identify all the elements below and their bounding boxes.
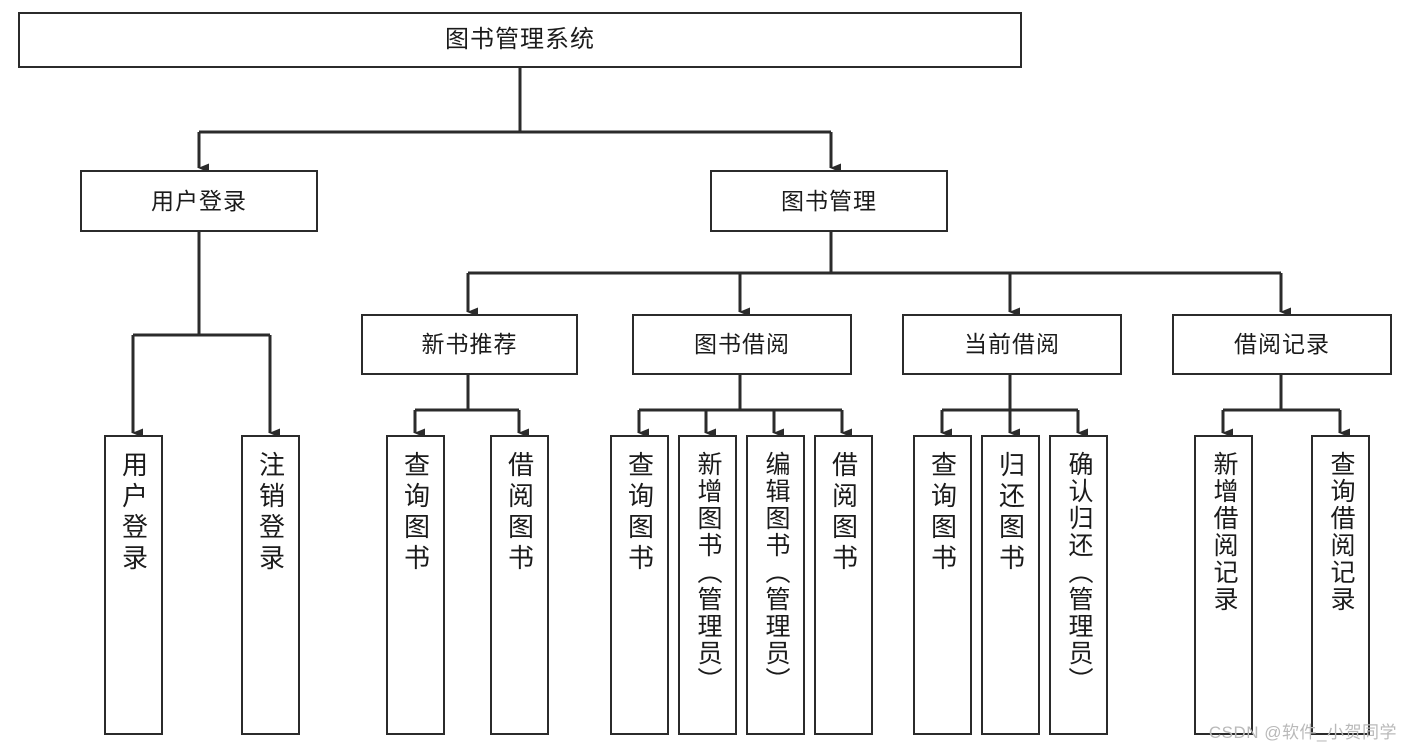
leaf-return-book[interactable]: 归还图书 [981, 435, 1040, 735]
leaf-query-book-current[interactable]: 查询图书 [913, 435, 972, 735]
leaf-label: 借阅图书 [828, 451, 859, 575]
leaf-label: 新增借阅记录 [1210, 451, 1238, 613]
leaf-label: 注销登录 [255, 451, 286, 575]
leaf-borrow-book-recommend[interactable]: 借阅图书 [490, 435, 549, 735]
leaf-label: 查询借阅记录 [1327, 451, 1355, 613]
leaf-query-book-borrow[interactable]: 查询图书 [610, 435, 669, 735]
leaf-label: 查询图书 [624, 451, 655, 575]
node-book-manage[interactable]: 图书管理 [710, 170, 948, 232]
node-new-book-recommend[interactable]: 新书推荐 [361, 314, 578, 375]
leaf-label: 编辑图书（管理员） [762, 451, 790, 694]
leaf-add-book-admin[interactable]: 新增图书（管理员） [678, 435, 737, 735]
leaf-edit-book-admin[interactable]: 编辑图书（管理员） [746, 435, 805, 735]
node-user-login[interactable]: 用户登录 [80, 170, 318, 232]
node-borrow-record[interactable]: 借阅记录 [1172, 314, 1392, 375]
leaf-query-borrow-record[interactable]: 查询借阅记录 [1311, 435, 1370, 735]
leaf-user-login[interactable]: 用户登录 [104, 435, 163, 735]
leaf-borrow-book[interactable]: 借阅图书 [814, 435, 873, 735]
node-current-borrow[interactable]: 当前借阅 [902, 314, 1122, 375]
leaf-label: 查询图书 [927, 451, 958, 575]
leaf-label: 归还图书 [995, 451, 1026, 575]
leaf-label: 新增图书（管理员） [694, 451, 722, 694]
node-book-borrow[interactable]: 图书借阅 [632, 314, 852, 375]
leaf-add-borrow-record[interactable]: 新增借阅记录 [1194, 435, 1253, 735]
leaf-logout[interactable]: 注销登录 [241, 435, 300, 735]
leaf-label: 借阅图书 [504, 451, 535, 575]
leaf-query-book-recommend[interactable]: 查询图书 [386, 435, 445, 735]
leaf-label: 确认归还（管理员） [1065, 451, 1093, 694]
node-root-system[interactable]: 图书管理系统 [18, 12, 1022, 68]
leaf-label: 用户登录 [118, 451, 149, 575]
leaf-confirm-return-admin[interactable]: 确认归还（管理员） [1049, 435, 1108, 735]
csdn-watermark: CSDN @软件_小贺同学 [1208, 723, 1397, 742]
leaf-label: 查询图书 [400, 451, 431, 575]
